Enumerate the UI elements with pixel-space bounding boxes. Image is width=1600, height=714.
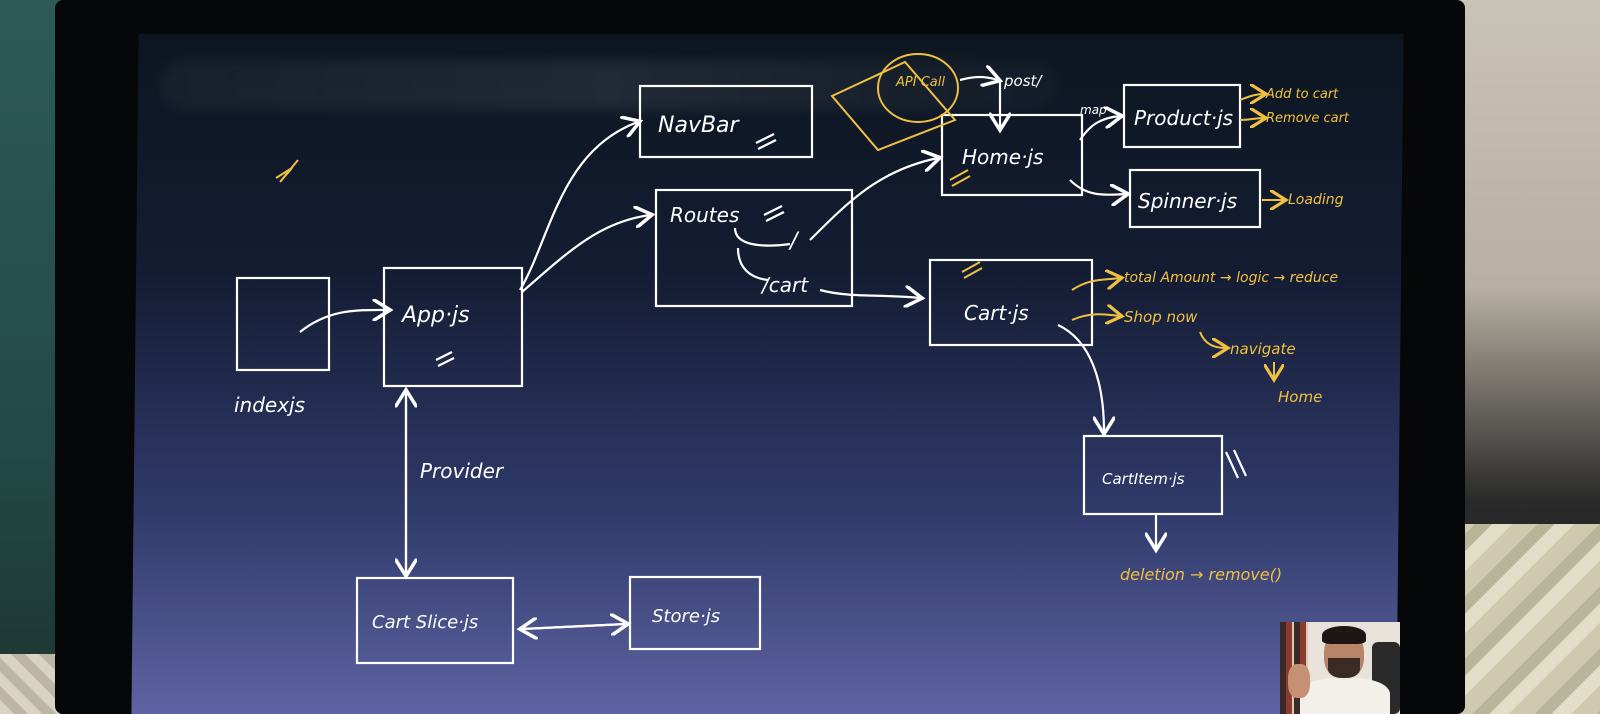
label-map: map (1080, 103, 1107, 117)
box-app (382, 266, 524, 388)
arrow-api-post (959, 77, 998, 80)
box-slice (355, 576, 515, 665)
label-app: App·js (400, 303, 470, 328)
note-remove-cart: Remove cart (1266, 111, 1350, 126)
box-cart (928, 258, 1094, 347)
arrow-shop-navigate (1199, 331, 1226, 348)
label-home: Home·js (962, 145, 1043, 169)
tick-app (435, 351, 455, 367)
arrow-cart-cartitem (1057, 324, 1104, 432)
label-navbar: NavBar (658, 113, 741, 138)
note-shop-now: Shop now (1124, 308, 1198, 326)
arrow-cart-total (1071, 278, 1120, 291)
background-desk-right (1450, 524, 1600, 714)
note-deletion: deletion → remove() (1120, 565, 1282, 584)
tick-routes (763, 205, 785, 222)
arrow-index-app (299, 310, 388, 333)
arrow-store-slice (522, 624, 627, 629)
note-total-amount: total Amount → logic → reduce (1124, 270, 1338, 286)
api-call-scribble (830, 60, 957, 152)
scribble-left (275, 159, 299, 183)
tick-navbar (755, 133, 777, 150)
label-route-home: / (788, 229, 800, 254)
note-add-to-cart: Add to cart (1265, 87, 1339, 102)
label-slice: Cart Slice·js (372, 612, 478, 633)
arrow-routes-home (809, 158, 938, 241)
tick-cart (961, 261, 983, 279)
box-index (235, 276, 331, 372)
arrow-product-notes (1239, 94, 1264, 100)
arrow-home-product (1079, 116, 1120, 141)
label-api-call: API Call (895, 75, 945, 90)
box-routes (654, 188, 854, 308)
note-home: Home (1278, 388, 1322, 406)
label-spinner: Spinner·js (1138, 189, 1237, 213)
api-call-circle (877, 53, 959, 123)
webcam-person-beard (1328, 658, 1360, 678)
note-loading: Loading (1288, 192, 1344, 208)
arrow-app-navbar (519, 122, 638, 291)
label-provider: Provider (420, 459, 505, 483)
background-desk-left (0, 654, 60, 714)
arrow-product-notes-2 (1239, 118, 1264, 120)
arrow-home-spinner (1069, 179, 1126, 195)
webcam-overlay (1280, 622, 1400, 714)
label-route-cart: /cart (760, 273, 809, 297)
label-cartitem: CartItem·js (1102, 470, 1185, 488)
box-cartitem (1082, 434, 1224, 516)
label-index: indexjs (234, 393, 305, 417)
tick-cartitem (1225, 449, 1247, 479)
label-store: Store·js (652, 606, 720, 627)
arrow-routes-cart (819, 290, 920, 298)
route-branch-cart (736, 247, 769, 282)
arrow-cart-shop (1071, 314, 1120, 320)
webcam-person-hand (1288, 664, 1310, 698)
label-cart: Cart·js (964, 301, 1029, 325)
webcam-person-body (1300, 678, 1390, 714)
label-post: post/ (1003, 72, 1043, 90)
tick-home (949, 169, 971, 187)
note-navigate: navigate (1230, 340, 1296, 358)
webcam-person-hair (1322, 626, 1366, 644)
label-routes: Routes (670, 203, 739, 227)
route-branch-home (733, 227, 791, 247)
arrow-app-routes (521, 215, 650, 293)
label-product: Product·js (1134, 106, 1233, 130)
